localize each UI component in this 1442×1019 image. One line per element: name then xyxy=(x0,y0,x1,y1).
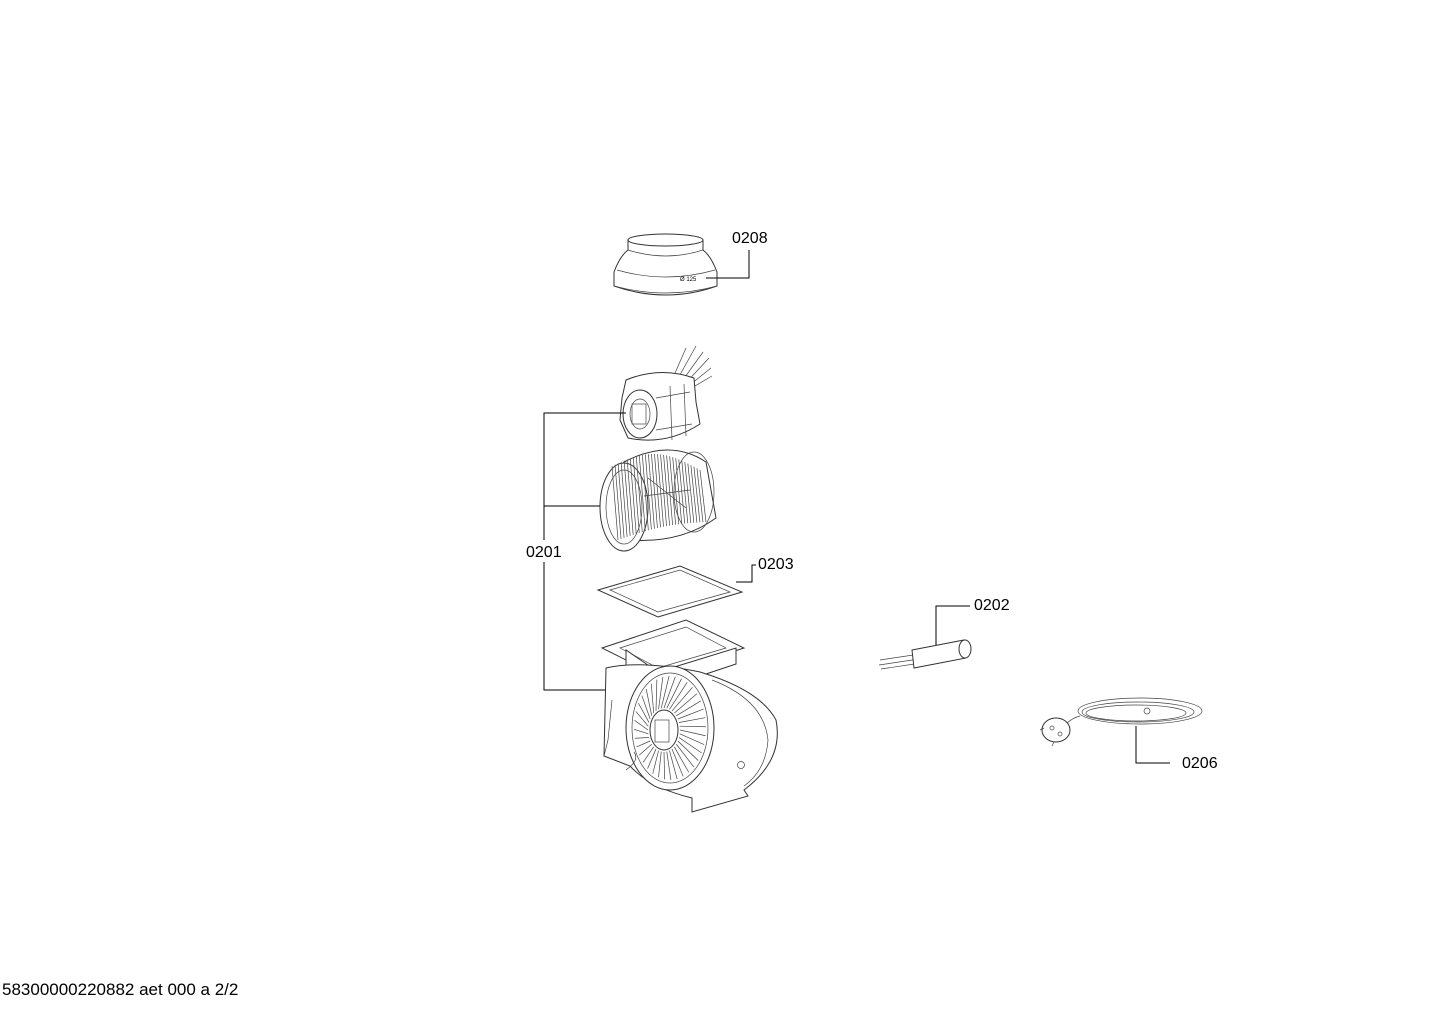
power-cord-drawing xyxy=(1039,697,1203,747)
housing-blade-line xyxy=(634,737,649,739)
housing-blade-line xyxy=(671,748,684,777)
fan-blade-line xyxy=(651,453,658,529)
housing-blade-line xyxy=(679,725,706,728)
housing-blade-line xyxy=(652,750,659,774)
housing-blade-line xyxy=(639,743,652,756)
drawing-id-footer: 58300000220882 aet 000 a 2/2 xyxy=(2,980,239,999)
housing-blade-line xyxy=(647,748,657,769)
housing-blade-line xyxy=(655,679,658,711)
gasket-drawing xyxy=(596,565,744,618)
housing-blade-line xyxy=(658,676,664,710)
part-label-0208: 0208 xyxy=(732,230,768,247)
housing-blade-line xyxy=(638,702,650,723)
leader-0202 xyxy=(935,605,970,645)
leader-0203 xyxy=(736,564,756,583)
fan-blade-line xyxy=(675,458,683,524)
fan-blade-line xyxy=(669,456,677,525)
housing-blade-line xyxy=(666,678,682,709)
part-label-0206: 0206 xyxy=(1182,755,1218,772)
blower-housing-drawing xyxy=(600,619,778,813)
fan-blade-line xyxy=(614,464,622,539)
housing-blade-line xyxy=(660,675,670,709)
fan-wheel-drawing xyxy=(599,449,717,552)
fan-blade-line xyxy=(632,457,640,533)
fan-blade-line xyxy=(672,457,680,525)
housing-blade-line xyxy=(678,737,702,754)
housing-blade-line xyxy=(663,751,665,780)
fan-blade-line xyxy=(693,466,701,523)
fan-blade-line xyxy=(635,456,643,533)
housing-blade-line xyxy=(673,746,690,773)
fan-blade-line xyxy=(629,458,637,534)
adapter-marking: Ø 125 xyxy=(680,277,697,283)
housing-blade-line xyxy=(641,695,651,720)
fan-blade-line xyxy=(623,460,631,536)
fan-blade-line xyxy=(654,453,661,528)
housing-blade-line xyxy=(645,688,653,716)
housing-blade-line xyxy=(671,687,693,712)
fan-blade-line xyxy=(611,465,619,541)
housing-blade-line xyxy=(663,676,676,709)
fan-blade-line xyxy=(690,465,698,523)
fan-blade-line xyxy=(684,462,692,524)
leader-0208 xyxy=(706,250,750,279)
housing-blade-line xyxy=(678,717,706,723)
housing-blade-line xyxy=(633,728,649,735)
housing-blade-line xyxy=(674,693,698,714)
housing-blade-line xyxy=(642,746,655,763)
fan-blade-line xyxy=(678,459,686,524)
fan-blade-line xyxy=(617,463,625,538)
housing-blade-line xyxy=(666,751,672,781)
fan-blade-line xyxy=(645,454,652,530)
housing-blade-line xyxy=(636,740,651,748)
fan-blade-line xyxy=(663,454,670,526)
fan-blade-line xyxy=(626,459,634,535)
leader-0206 xyxy=(1135,726,1170,764)
housing-blade-line xyxy=(677,740,699,761)
housing-blade-line xyxy=(679,729,706,737)
part-label-0202: 0202 xyxy=(974,597,1010,614)
fan-blade-line xyxy=(699,469,707,523)
fan-blade-line xyxy=(666,455,673,526)
housing-blade-line xyxy=(669,750,678,780)
fan-blade-line xyxy=(657,454,664,527)
housing-blade-line xyxy=(679,733,705,745)
fan-blade-line xyxy=(696,468,704,523)
housing-blade-line xyxy=(677,708,704,720)
housing-blade-line xyxy=(635,711,649,727)
fan-blade-line xyxy=(687,463,695,523)
housing-blade-line xyxy=(658,751,662,778)
housing-blade-line xyxy=(669,682,688,710)
fan-blade-line xyxy=(641,454,649,531)
housing-blade-line xyxy=(675,743,695,768)
housing-blade-line xyxy=(634,719,649,731)
part-label-0203: 0203 xyxy=(758,556,794,573)
fan-blade-line xyxy=(681,460,689,524)
fan-blade-line xyxy=(638,455,646,532)
duct-adapter-drawing: Ø 125 xyxy=(613,233,718,296)
capacitor-drawing xyxy=(878,639,972,670)
fan-blade-line xyxy=(620,461,628,537)
housing-blade-line xyxy=(676,700,701,717)
housing-blade-line xyxy=(650,683,655,714)
fan-blade-line xyxy=(648,454,655,529)
part-label-0201: 0201 xyxy=(526,544,562,561)
motor-drawing xyxy=(619,345,713,441)
